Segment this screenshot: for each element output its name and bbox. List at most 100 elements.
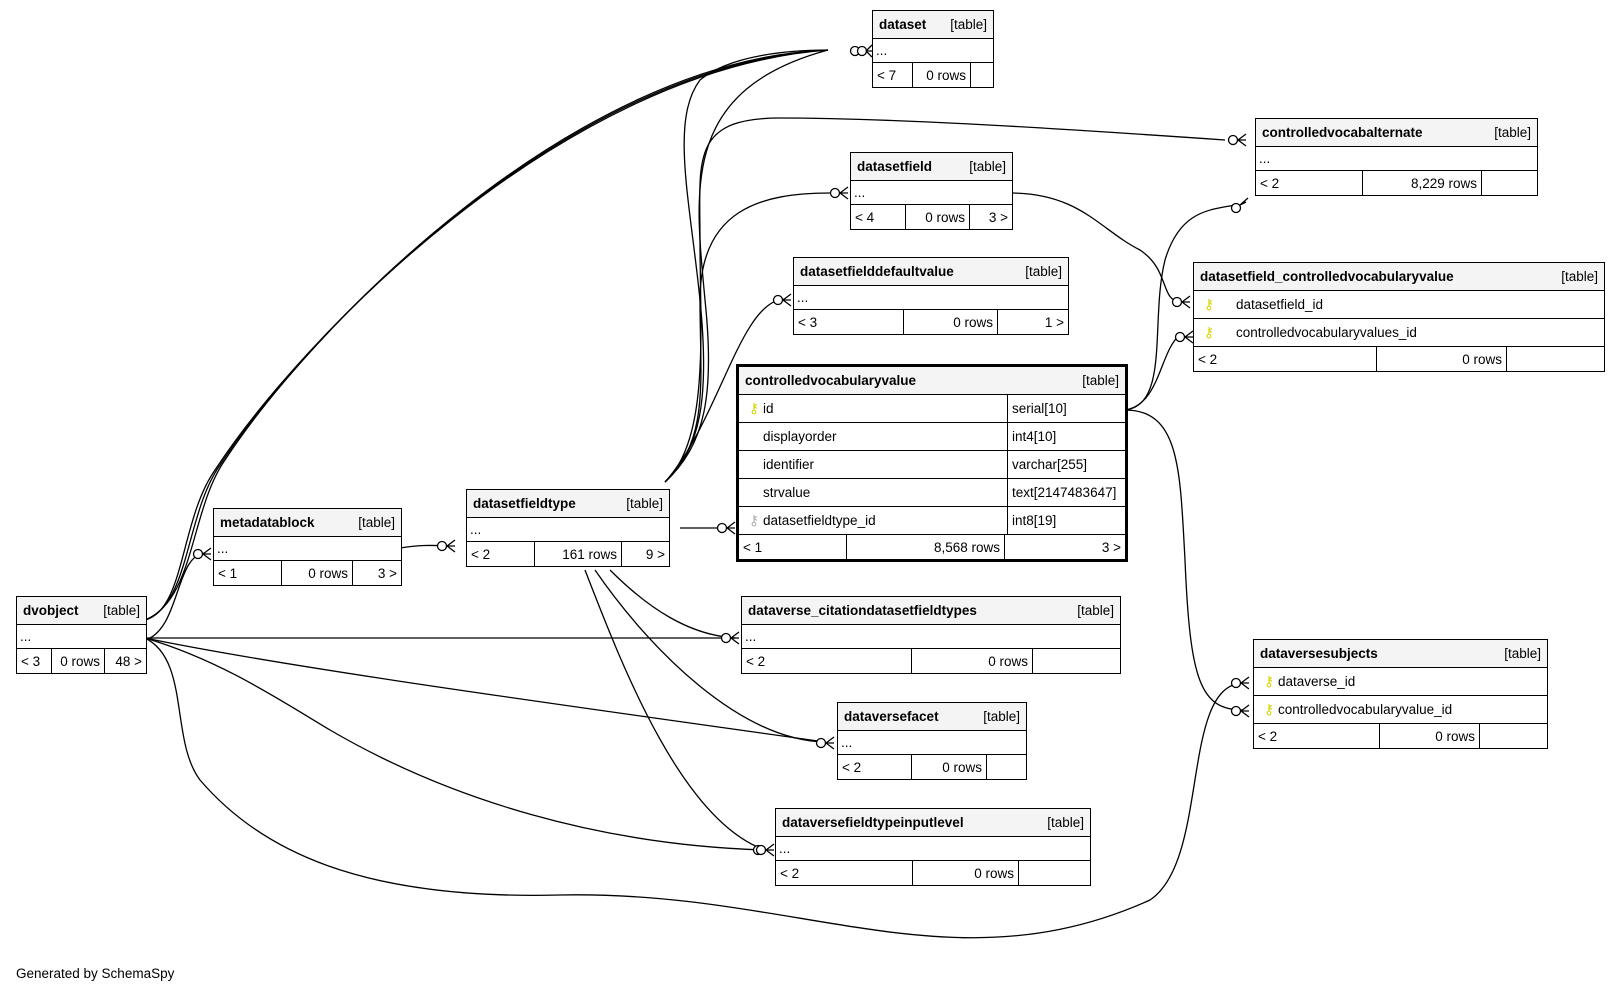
table-name: datasetfieldtype [473, 496, 576, 511]
parents-link[interactable]: < 2 [1254, 724, 1380, 748]
children-link[interactable] [1019, 861, 1090, 885]
table-name: dataset [879, 17, 927, 32]
parents-link[interactable]: < 2 [1194, 347, 1377, 371]
columns-collapsed: ... [794, 286, 1068, 310]
table-dataverse-citationdatasetfieldtypes[interactable]: dataverse_citationdatasetfieldtypes[tabl… [741, 596, 1121, 674]
table-tag: [table] [1047, 815, 1084, 830]
table-tag: [table] [1077, 603, 1114, 618]
parents-link[interactable]: < 4 [851, 205, 906, 229]
table-datasetfield-controlledvocabularyvalue[interactable]: datasetfield_controlledvocabularyvalue [t… [1193, 262, 1605, 372]
relationship-line [664, 192, 831, 483]
table-dataversesubjects[interactable]: dataversesubjects[table] ⚷dataverse_id ⚷… [1253, 639, 1548, 749]
table-tag: [table] [1025, 264, 1062, 279]
row-count: 0 rows [913, 861, 1019, 885]
children-link[interactable]: 48 > [115, 653, 142, 669]
table-tag: [table] [1561, 269, 1598, 284]
children-link[interactable]: 9 > [645, 546, 665, 562]
columns-collapsed: ... [1256, 147, 1537, 171]
parents-link[interactable]: < 2 [838, 755, 912, 779]
children-link[interactable] [987, 755, 1026, 779]
table-name: controlledvocabalternate [1262, 125, 1423, 140]
column-row: ⚷datasetfieldtype_id int8[19] [739, 507, 1125, 535]
column-type: varchar[255] [1007, 451, 1125, 478]
parents-link[interactable]: < 1 [214, 561, 282, 585]
children-link[interactable] [1480, 724, 1547, 748]
children-link[interactable] [1507, 347, 1604, 371]
column-type: int8[19] [1007, 507, 1125, 534]
parents-link[interactable]: < 2 [1256, 171, 1363, 195]
row-count: 0 rows [282, 561, 353, 585]
parents-link[interactable]: < 3 [17, 649, 52, 673]
table-tag: [table] [1504, 646, 1541, 661]
table-tag: [table] [626, 496, 663, 511]
table-tag: [table] [103, 603, 140, 618]
relationship-line [584, 569, 766, 851]
column-name: datasetfield_id [1236, 297, 1324, 312]
parents-link[interactable]: < 7 [873, 63, 913, 87]
parents-link[interactable]: < 3 [794, 310, 904, 334]
row-count: 161 rows [535, 542, 622, 566]
children-link[interactable]: 1 > [1044, 314, 1064, 330]
children-link[interactable]: 3 > [377, 565, 397, 581]
relationship-line [1009, 192, 1181, 303]
generated-by-note: Generated by SchemaSpy [16, 966, 175, 981]
column-name: dataverse_id [1278, 674, 1356, 689]
primary-key-icon: ⚷ [748, 400, 760, 416]
table-name: dataversefieldtypeinputlevel [782, 815, 964, 830]
table-tag: [table] [969, 159, 1006, 174]
row-count: 0 rows [906, 205, 970, 229]
column-name: controlledvocabularyvalue_id [1278, 702, 1453, 717]
parents-link[interactable]: < 1 [739, 535, 847, 559]
row-count: 0 rows [913, 63, 971, 87]
row-count: 0 rows [1380, 724, 1480, 748]
table-tag: [table] [1082, 373, 1119, 388]
children-link[interactable]: 3 > [1101, 539, 1121, 555]
table-name: datasetfield [857, 159, 933, 174]
columns-collapsed: ... [873, 39, 993, 63]
children-link[interactable] [971, 63, 993, 87]
relationship-line [664, 117, 1226, 483]
parents-link[interactable]: < 2 [776, 861, 913, 885]
column-name: strvalue [763, 485, 811, 500]
table-name: controlledvocabularyvalue [745, 373, 917, 388]
column-row: ⚷controlledvocabularyvalue_id [1254, 696, 1547, 724]
table-dataversefieldtypeinputlevel[interactable]: dataversefieldtypeinputlevel[table] ... … [775, 808, 1091, 886]
columns-collapsed: ... [467, 518, 669, 542]
parents-link[interactable]: < 2 [742, 649, 912, 673]
foreign-key-icon: ⚷ [748, 512, 760, 528]
relationship-line [144, 637, 1244, 939]
columns-collapsed: ... [851, 181, 1012, 205]
children-link[interactable] [1482, 171, 1537, 195]
table-name: dataversesubjects [1260, 646, 1378, 661]
children-link[interactable]: 3 > [988, 209, 1008, 225]
cardinality-markers [192, 44, 1250, 857]
children-link[interactable] [1033, 649, 1120, 673]
column-name: id [763, 401, 774, 416]
relationship-line [1124, 204, 1236, 411]
column-name: datasetfieldtype_id [763, 513, 876, 528]
columns-collapsed: ... [17, 625, 146, 649]
table-tag: [table] [983, 709, 1020, 724]
table-name: dvobject [23, 603, 79, 618]
relationship-line [1124, 334, 1181, 411]
table-name: datasetfield_controlledvocabularyvalue [1200, 269, 1454, 284]
relationship-line [664, 49, 829, 483]
row-count: 0 rows [1377, 347, 1507, 371]
column-name: displayorder [763, 429, 837, 444]
parents-link[interactable]: < 2 [467, 542, 535, 566]
relationship-line [144, 552, 206, 641]
column-name: identifier [763, 457, 815, 472]
columns-collapsed: ... [214, 537, 401, 561]
